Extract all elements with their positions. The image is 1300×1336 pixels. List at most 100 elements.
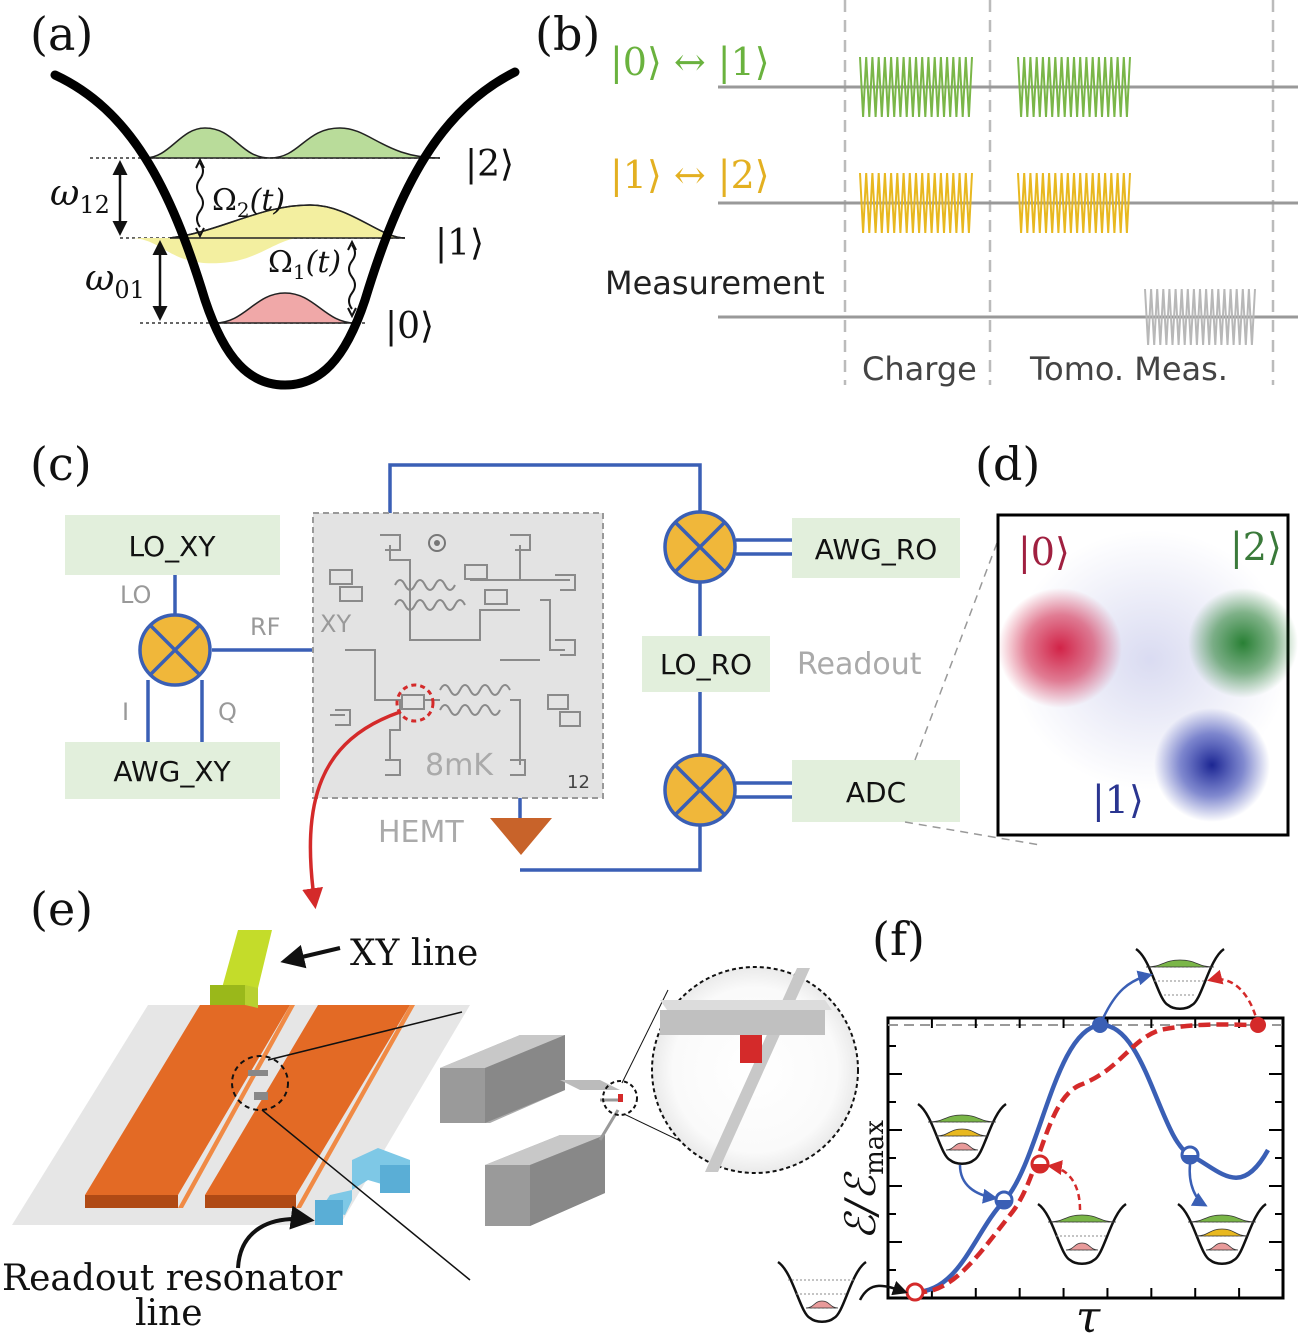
adc-box [792, 760, 960, 822]
wavefunction-2 [144, 127, 441, 159]
rabi1-wavy-arrow [348, 244, 356, 310]
readout-resonator-block [320, 1148, 410, 1215]
ket-2-label: |2⟩ [465, 144, 514, 185]
temperature-label: 8mK [425, 748, 494, 783]
pulse-01-charge [859, 56, 973, 118]
junction-bar [248, 1070, 268, 1076]
iq-ket-0-label: |0⟩ [1018, 530, 1070, 574]
xy-line-arrow [280, 944, 341, 969]
zoom-line-upper [267, 1011, 463, 1061]
rabi2-label: Ω2(t) [212, 183, 285, 222]
rabi2-wavy-arrow [196, 162, 204, 228]
squid-zoom-circle [602, 1080, 638, 1116]
chip-circuit [329, 534, 581, 776]
phase-charge-label: Charge [862, 350, 977, 388]
panel-e: (e) [2, 882, 859, 1334]
measurement-label: Measurement [605, 264, 825, 302]
arrow-left-well [958, 1164, 998, 1204]
awg-xy-box [65, 742, 280, 799]
energy-axis-label: ℰ/ℰmax [836, 1120, 890, 1240]
xy-line-label: XY line [350, 933, 478, 974]
ket-1-label: |1⟩ [435, 223, 484, 264]
panel-b-label: (b) [535, 7, 600, 61]
panel-f: (f) ℰ/ℰmax τ [777, 912, 1285, 1336]
lo-port-label: LO [120, 581, 151, 609]
wavefunction-0 [214, 292, 356, 324]
i-port-label: I [122, 698, 129, 726]
xy-mixer [138, 613, 212, 687]
iq-blob-1 [1154, 708, 1270, 822]
panel-b: (b) |0⟩ ↔ |1⟩ |1⟩ ↔ |2⟩ Measurement Char… [535, 0, 1298, 388]
wavefunction-1 [169, 204, 406, 239]
iq-ket-2-label: |2⟩ [1230, 525, 1282, 569]
zoom-arrow-to-e [302, 710, 401, 910]
rabi1-label: Ω1(t) [268, 245, 341, 284]
arrow-right-well [1188, 1163, 1208, 1207]
readout-line-arrow [236, 1205, 315, 1269]
iq-blob-2 [1188, 588, 1298, 698]
transition-12-label: |1⟩ ↔ |2⟩ [610, 153, 770, 197]
arrow-start-well [858, 1280, 908, 1301]
phase-tomo-label: Tomo. Meas. [1029, 350, 1228, 388]
zoom-line-lower [261, 1109, 471, 1281]
potential-well [50, 67, 520, 390]
ket-0-label: |0⟩ [385, 306, 434, 347]
rf-port-label: RF [250, 613, 280, 641]
qubit-highlight-circle [395, 683, 435, 723]
adc-label: ADC [846, 776, 906, 809]
chip-alignment-mark [428, 534, 446, 552]
panel-e-label: (e) [30, 882, 93, 936]
pulse-12-charge [859, 172, 973, 234]
transition-01-label: |0⟩ ↔ |1⟩ [610, 40, 770, 84]
panel-c-label: (c) [30, 437, 92, 491]
capacitor-pad-left [85, 1005, 290, 1195]
pulse-measurement [1144, 288, 1256, 346]
energy-plot-ticks [888, 1018, 1283, 1298]
junction-zoom-circle [231, 1055, 289, 1111]
lo-xy-label: LO_XY [129, 530, 217, 563]
ro-down-mixer [663, 753, 737, 827]
awg-ro-box [792, 518, 960, 578]
energy-plot-frame [886, 1016, 1285, 1300]
awg-ro-label: AWG_RO [815, 533, 938, 566]
iq-ket-1-label: |1⟩ [1092, 778, 1144, 822]
readout-label: Readout [797, 647, 922, 682]
lo-ro-label: LO_RO [660, 648, 752, 681]
pulse-12-tomo [1017, 172, 1131, 234]
inset-well-mixed [917, 1102, 1007, 1165]
xy-chip-label: XY [320, 610, 351, 638]
iq-blob-0 [998, 588, 1122, 708]
inset-well-mixed-late [1177, 1202, 1267, 1265]
adc-zoom-line-top [914, 534, 1001, 761]
panel-a-label: (a) [30, 7, 93, 61]
tau-axis-label: τ [1076, 1292, 1101, 1336]
lo-xy-box [65, 515, 280, 575]
capacitor-pad-right [205, 1005, 410, 1195]
omega01-label: ω01 [85, 258, 145, 304]
wavefunction-1-lower [130, 238, 300, 264]
readout-line-label-1: Readout resonator [2, 1258, 343, 1299]
panel-d-label: (d) [975, 437, 1040, 491]
adc-zoom-line-bottom [904, 821, 1041, 846]
junction-magnified-content [660, 968, 832, 1172]
omega12-label: ω12 [50, 173, 110, 219]
xy-line-block [222, 930, 272, 988]
readout-line-label-2: line [135, 1293, 203, 1334]
awg-xy-label: AWG_XY [113, 755, 231, 788]
hemt-amplifier-icon [490, 818, 552, 855]
chip-number-label: 12 [567, 772, 590, 793]
lo-ro-box [642, 636, 770, 692]
start-marker [905, 1282, 925, 1302]
red-dashed-curve [914, 1022, 1261, 1295]
ro-up-mixer [663, 510, 737, 584]
arrow-mid-well [1047, 1160, 1082, 1211]
panel-a: (a) ω12 ω01 Ω2(t) Ω1(t) |2⟩ |1⟩ |0⟩ [30, 7, 520, 390]
chip-box [312, 512, 604, 799]
arrow-to-top-well [1098, 970, 1153, 1026]
red-arrow-to-top-well [1207, 969, 1260, 1026]
panel-d: (d) |0⟩ |2⟩ |1⟩ [975, 437, 1298, 837]
inset-well-full [1135, 947, 1225, 1010]
q-port-label: Q [218, 698, 237, 726]
inset-well-ground [777, 1260, 867, 1323]
